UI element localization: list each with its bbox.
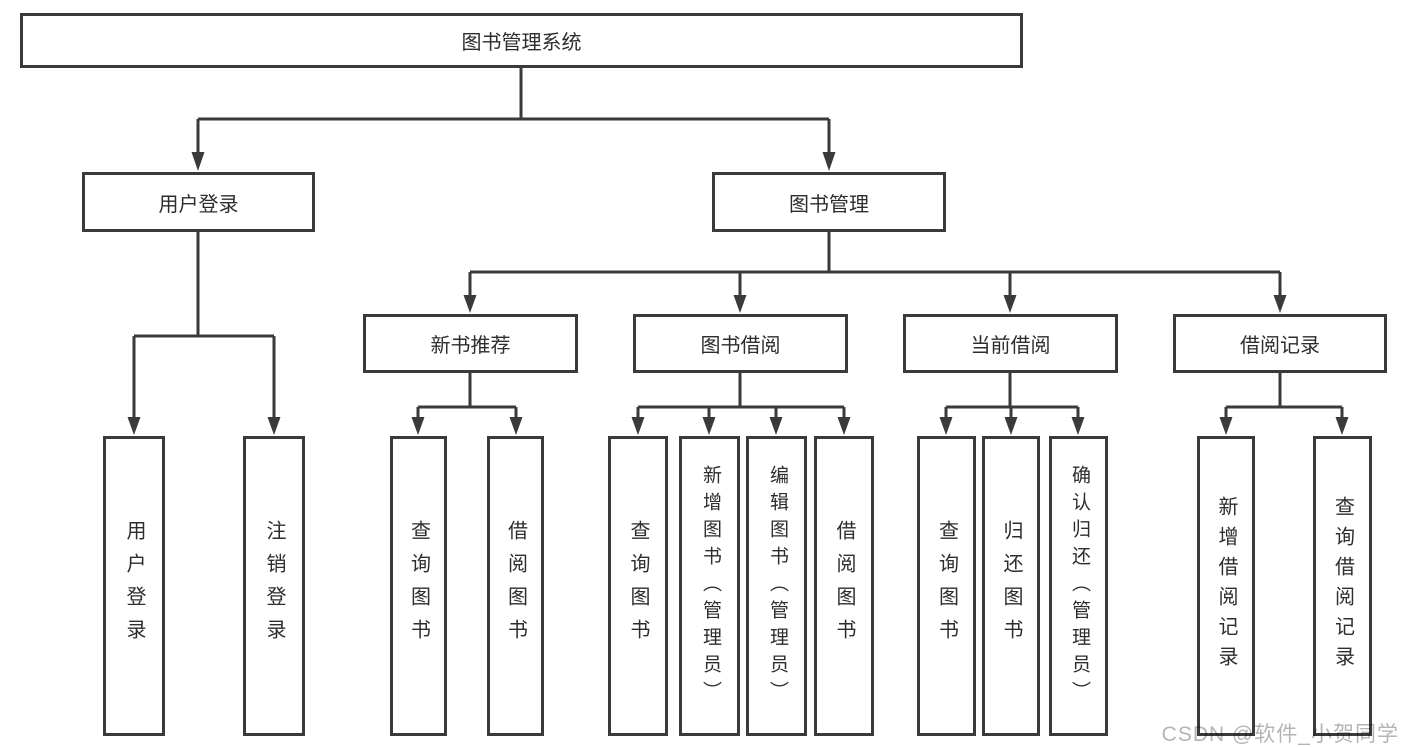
leaf-logout: 注销登录 bbox=[243, 436, 305, 736]
node-borrowing-records: 借阅记录 bbox=[1173, 314, 1387, 373]
connector-root bbox=[191, 68, 836, 171]
leaf-label: 查询图书 bbox=[627, 520, 649, 652]
leaf-query-books-current: 查询图书 bbox=[917, 436, 976, 736]
node-root: 图书管理系统 bbox=[20, 13, 1023, 68]
node-current-borrowing: 当前借阅 bbox=[903, 314, 1118, 373]
connector-current-borrowing bbox=[939, 373, 1085, 435]
node-book-management: 图书管理 bbox=[712, 172, 946, 232]
node-user-login: 用户登录 bbox=[82, 172, 315, 232]
leaf-label: 查询借阅记录 bbox=[1331, 496, 1354, 676]
connector-user-login bbox=[127, 232, 281, 435]
connector-new-book-recommend bbox=[411, 373, 523, 435]
leaf-label: 归还图书 bbox=[1000, 520, 1022, 652]
leaf-label: 新增图书（管理员） bbox=[699, 464, 721, 708]
leaf-return-books: 归还图书 bbox=[982, 436, 1040, 736]
leaf-query-books-borrowing: 查询图书 bbox=[608, 436, 668, 736]
connector-book-borrowing bbox=[631, 373, 851, 435]
node-new-book-recommend: 新书推荐 bbox=[363, 314, 578, 373]
leaf-query-borrow-record: 查询借阅记录 bbox=[1313, 436, 1372, 736]
leaf-label: 借阅图书 bbox=[504, 520, 527, 652]
leaf-label: 注销登录 bbox=[263, 520, 285, 652]
leaf-label: 确认归还（管理员） bbox=[1068, 464, 1090, 708]
connector-book-management bbox=[463, 232, 1287, 313]
leaf-label: 新增借阅记录 bbox=[1215, 496, 1237, 676]
leaf-user-login: 用户登录 bbox=[103, 436, 165, 736]
leaf-label: 借阅图书 bbox=[833, 520, 855, 652]
leaf-label: 查询图书 bbox=[935, 520, 958, 652]
leaf-query-books-recommend: 查询图书 bbox=[390, 436, 447, 736]
leaf-confirm-return-admin: 确认归还（管理员） bbox=[1049, 436, 1108, 736]
leaf-label: 查询图书 bbox=[407, 520, 430, 652]
leaf-borrow-books-borrowing: 借阅图书 bbox=[814, 436, 874, 736]
node-book-borrowing: 图书借阅 bbox=[633, 314, 848, 373]
leaf-add-borrow-record: 新增借阅记录 bbox=[1197, 436, 1255, 736]
leaf-borrow-books-recommend: 借阅图书 bbox=[487, 436, 544, 736]
connector-borrowing-records bbox=[1219, 373, 1349, 435]
leaf-label: 用户登录 bbox=[123, 520, 145, 652]
leaf-label: 编辑图书（管理员） bbox=[766, 464, 788, 708]
leaf-edit-book-admin: 编辑图书（管理员） bbox=[746, 436, 807, 736]
leaf-add-book-admin: 新增图书（管理员） bbox=[679, 436, 740, 736]
